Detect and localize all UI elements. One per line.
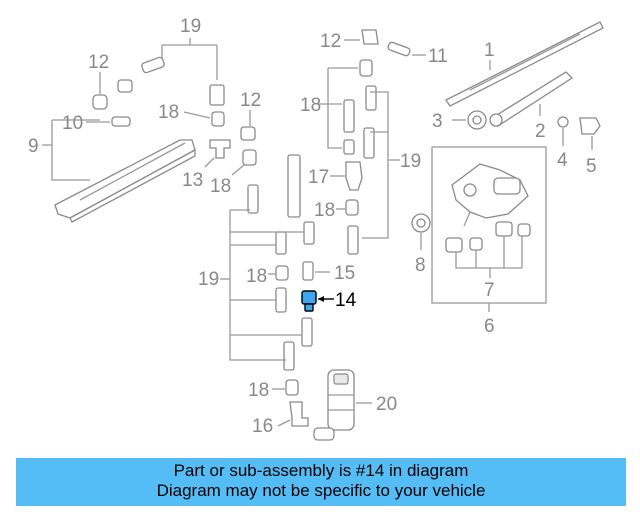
hose-group [247,154,315,371]
callout-18-b: 18 [210,176,231,197]
hose-part [117,79,133,93]
nozzle-part [111,116,131,127]
callout-19-left: 19 [198,269,219,290]
callout-9: 9 [28,136,39,157]
callout-10: 10 [62,113,83,134]
caption-banner: Part or sub-assembly is #14 in diagram D… [16,458,626,506]
washer-part [557,116,569,128]
callout-18-a: 18 [158,102,179,123]
callout-17: 17 [308,167,329,188]
callout-7: 7 [484,280,495,301]
connector-part [92,94,108,110]
hose-group [343,59,377,255]
hose-part [141,56,165,74]
valve-part [345,161,363,191]
check-valve-part [302,261,314,281]
clip-part [242,149,257,166]
callout-14: 14 [335,290,357,311]
clip-part [275,265,289,281]
hose-part [209,84,225,106]
callout-8: 8 [415,255,426,276]
callout-1: 1 [484,40,495,61]
t-piece-part [209,139,231,159]
highlighted-part-14 [301,290,317,312]
washer-rail-part [54,139,196,223]
callout-18-d: 18 [248,380,269,401]
clip-part [211,111,225,127]
callout-19-right: 19 [400,151,421,172]
bushing-parts [445,221,531,253]
callout-18-f: 18 [314,200,335,221]
callout-20: 20 [376,394,397,415]
wiper-arm-part [489,71,574,127]
nozzle-part [387,41,411,57]
connector-part [361,29,379,45]
callout-19-top: 19 [180,16,201,37]
callout-5: 5 [586,156,597,177]
callout-12-mid: 12 [240,90,261,111]
callout-11: 11 [428,46,448,67]
parts-diagram: 9 10 12 19 18 12 13 18 19 18 15 [28,16,604,441]
caption-line-1: Part or sub-assembly is #14 in diagram [173,461,469,480]
callout-6: 6 [484,316,495,337]
caption-line-2: Diagram may not be specific to your vehi… [156,481,486,500]
callout-12-left: 12 [88,52,109,73]
callout-13: 13 [182,170,203,191]
wiper-blade-part [445,21,604,107]
callout-18-c: 18 [246,266,267,287]
callout-3: 3 [432,111,443,132]
cap-part [579,117,601,135]
clip-part [285,379,299,396]
leader-9 [42,120,90,181]
wiper-motor-part [451,163,529,227]
callout-15: 15 [334,263,355,284]
clip-part [345,199,359,216]
connector-part [240,126,256,141]
elbow-part [289,401,309,427]
washer-pump-part [313,369,355,441]
callout-4: 4 [557,150,568,171]
callout-18-e: 18 [300,95,321,116]
callout-12-top: 12 [320,31,341,52]
callout-2: 2 [535,121,546,142]
callout-16: 16 [252,416,273,437]
